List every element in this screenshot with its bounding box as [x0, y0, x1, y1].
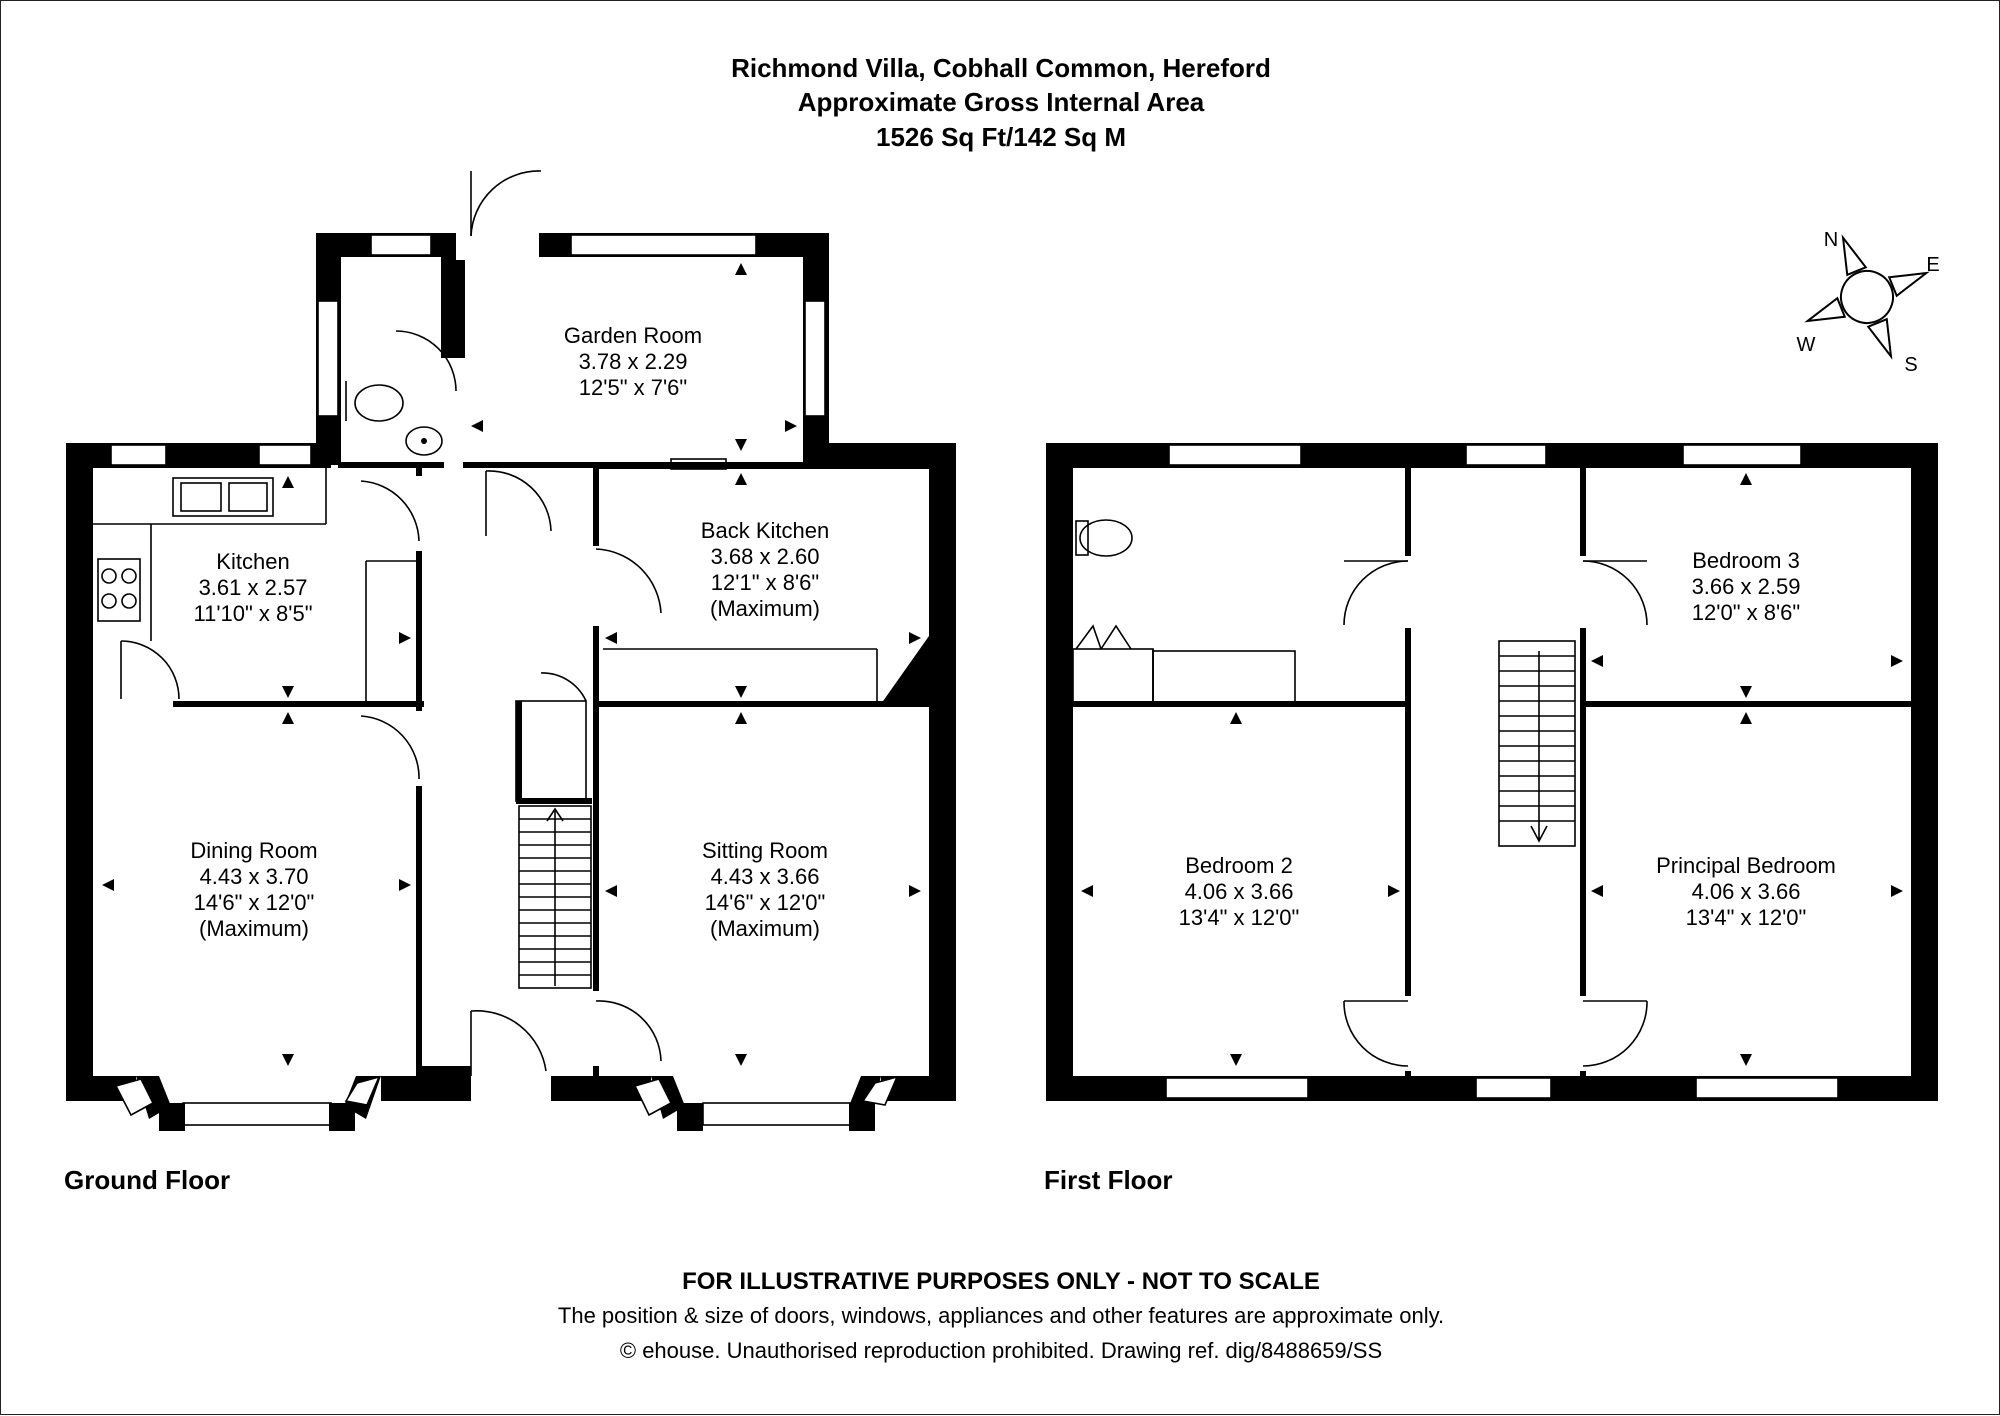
- room-note: (Maximum): [710, 916, 820, 941]
- room-back-kitchen: Back Kitchen 3.68 x 2.60 12'1" x 8'6" (M…: [701, 518, 829, 621]
- compass-south-label: S: [1904, 354, 1917, 376]
- property-title: Richmond Villa, Cobhall Common, Hereford: [731, 53, 1271, 83]
- room-metric: 3.78 x 2.29: [579, 349, 688, 374]
- room-metric: 4.06 x 3.66: [1185, 879, 1294, 904]
- disclaimer-text: The position & size of doors, windows, a…: [558, 1303, 1444, 1328]
- room-note: (Maximum): [710, 596, 820, 621]
- first-floor-stairs: [1498, 640, 1576, 847]
- room-imperial: 13'4" x 12'0": [1686, 905, 1807, 930]
- ground-floor-label: Ground Floor: [64, 1165, 230, 1195]
- first-floor-plan: Bedroom 3 3.66 x 2.59 12'0" x 8'6" Bedro…: [1044, 443, 1938, 1195]
- room-bedroom-2: Bedroom 2 4.06 x 3.66 13'4" x 12'0": [1179, 853, 1300, 930]
- room-metric: 4.06 x 3.66: [1692, 879, 1801, 904]
- room-imperial: 12'0" x 8'6": [1692, 600, 1800, 625]
- room-imperial: 12'5" x 7'6": [579, 375, 687, 400]
- room-name: Back Kitchen: [701, 518, 829, 543]
- room-metric: 3.68 x 2.60: [711, 544, 820, 569]
- room-imperial: 11'10" x 8'5": [193, 601, 312, 626]
- area-heading: Approximate Gross Internal Area: [798, 87, 1205, 117]
- copyright-text: © ehouse. Unauthorised reproduction proh…: [620, 1338, 1382, 1363]
- room-name: Garden Room: [564, 323, 702, 348]
- room-garden-room: Garden Room 3.78 x 2.29 12'5" x 7'6": [564, 323, 702, 400]
- room-name: Dining Room: [190, 838, 317, 863]
- room-metric: 3.61 x 2.57: [199, 575, 308, 600]
- room-metric: 4.43 x 3.70: [200, 864, 309, 889]
- room-bedroom-3: Bedroom 3 3.66 x 2.59 12'0" x 8'6": [1692, 548, 1801, 625]
- compass-icon: [1804, 234, 1930, 360]
- room-name: Bedroom 2: [1185, 853, 1293, 878]
- room-metric: 4.43 x 3.66: [711, 864, 820, 889]
- first-floor-label: First Floor: [1044, 1165, 1173, 1195]
- room-name: Sitting Room: [702, 838, 828, 863]
- room-principal-bedroom: Principal Bedroom 4.06 x 3.66 13'4" x 12…: [1656, 853, 1836, 930]
- room-name: Bedroom 3: [1692, 548, 1800, 573]
- room-name: Principal Bedroom: [1656, 853, 1836, 878]
- room-metric: 3.66 x 2.59: [1692, 574, 1801, 599]
- compass-east-label: E: [1926, 254, 1939, 276]
- area-value: 1526 Sq Ft/142 Sq M: [876, 122, 1126, 152]
- room-kitchen: Kitchen 3.61 x 2.57 11'10" x 8'5": [193, 549, 312, 626]
- room-dining-room: Dining Room 4.43 x 3.70 14'6" x 12'0" (M…: [190, 838, 317, 941]
- room-sitting-room: Sitting Room 4.43 x 3.66 14'6" x 12'0" (…: [702, 838, 828, 941]
- compass-west-label: W: [1797, 334, 1816, 356]
- room-imperial: 14'6" x 12'0": [705, 890, 826, 915]
- disclaimer-heading: FOR ILLUSTRATIVE PURPOSES ONLY - NOT TO …: [682, 1268, 1320, 1295]
- ground-floor-stairs: [518, 805, 592, 989]
- room-note: (Maximum): [199, 916, 309, 941]
- room-imperial: 14'6" x 12'0": [194, 890, 315, 915]
- room-name: Kitchen: [216, 549, 289, 574]
- ground-floor-plan: Garden Room 3.78 x 2.29 12'5" x 7'6" Kit…: [64, 170, 956, 1195]
- compass-north-label: N: [1824, 229, 1838, 251]
- room-imperial: 12'1" x 8'6": [711, 570, 819, 595]
- room-imperial: 13'4" x 12'0": [1179, 905, 1300, 930]
